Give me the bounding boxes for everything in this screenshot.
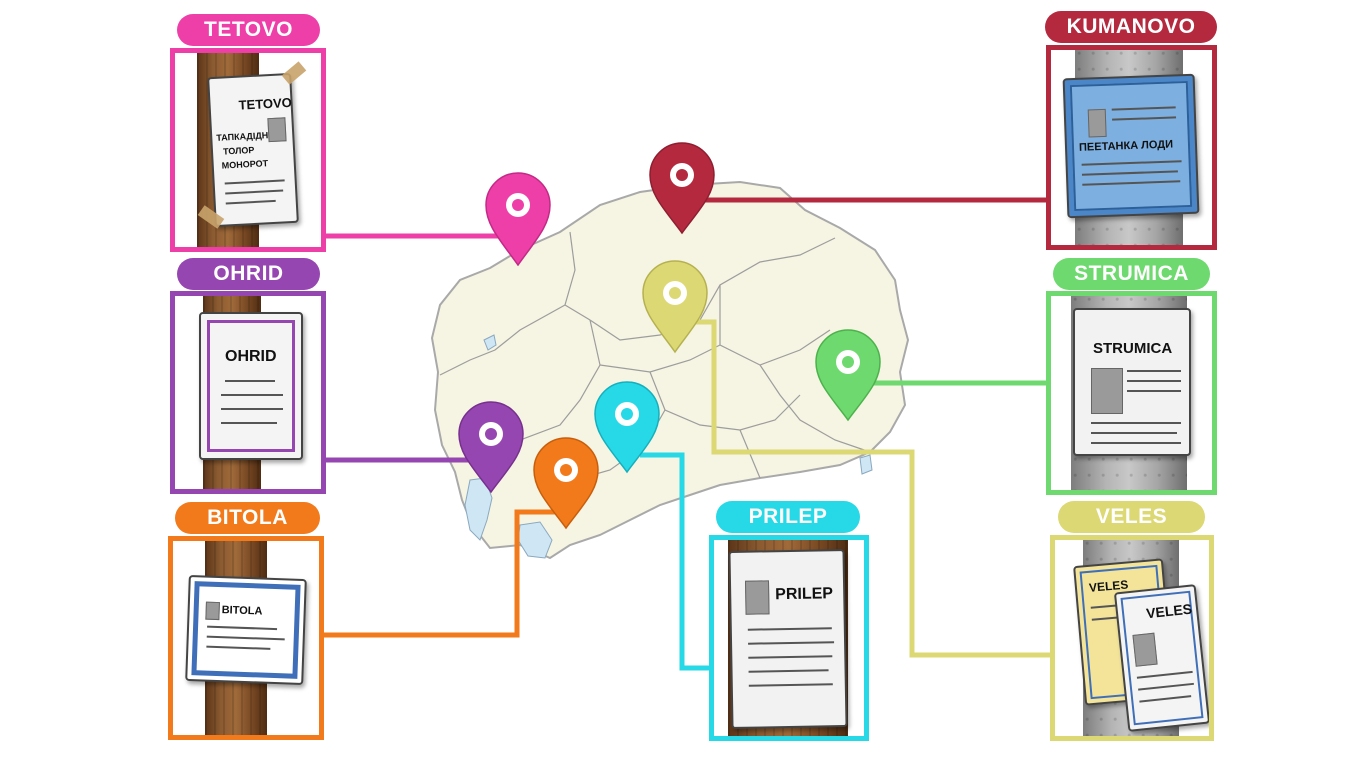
label-strumica: STRUMICA [1053, 258, 1210, 290]
poster-ohrid: OHRID [199, 312, 303, 460]
poster-image [267, 117, 287, 143]
connector-prilep [640, 452, 712, 671]
pin-bitola[interactable] [533, 437, 599, 530]
panel-tetovo: TETOVO ТАПКАДIДН ТОЛОР МОНОРОТ [170, 48, 326, 252]
panel-kumanovo: ПЕЕТАНКА ЛОДИ [1046, 45, 1217, 250]
poster-title: STRUMICA [1093, 340, 1173, 357]
poster-kumanovo: ПЕЕТАНКА ЛОДИ [1062, 73, 1200, 219]
poster-title: TETOVO [238, 94, 293, 113]
poster-title: BITOLA [221, 604, 263, 618]
pin-veles[interactable] [642, 260, 708, 354]
poster-image [1132, 632, 1158, 667]
label-tetovo: TETOVO [177, 14, 320, 46]
poster-image [205, 601, 220, 621]
poster-text-3: МОНОРОТ [221, 158, 269, 171]
panel-strumica: STRUMICA [1046, 291, 1217, 495]
pin-strumica[interactable] [815, 329, 881, 422]
poster-prilep: PRILEP [728, 549, 848, 729]
pin-ohrid[interactable] [458, 401, 524, 494]
panel-bitola: BITOLA [168, 536, 324, 740]
pin-tetovo[interactable] [485, 172, 551, 267]
poster-tetovo: TETOVO ТАПКАДIДН ТОЛОР МОНОРОТ [207, 72, 299, 228]
poster-strumica: STRUMICA [1073, 308, 1191, 456]
poster-title: OHRID [225, 348, 277, 365]
poster-image [1091, 368, 1123, 414]
poster-image [1087, 108, 1107, 138]
poster-veles-front: VELES [1113, 584, 1209, 732]
lake-dojran [859, 454, 873, 475]
label-kumanovo: KUMANOVO [1045, 11, 1217, 43]
poster-bitola: BITOLA [185, 574, 307, 686]
poster-image [744, 580, 770, 615]
pin-kumanovo[interactable] [649, 142, 715, 235]
label-bitola: BITOLA [175, 502, 320, 534]
panel-veles: VELES VELES [1050, 535, 1214, 741]
connector-veles [690, 319, 1052, 658]
label-prilep: PRILEP [716, 501, 860, 533]
label-veles: VELES [1058, 501, 1205, 533]
poster-title: PRILEP [775, 585, 834, 604]
lake-small [483, 334, 497, 351]
poster-text-2: ТОЛОР [222, 144, 255, 157]
panel-prilep: PRILEP [709, 535, 869, 741]
label-ohrid: OHRID [177, 258, 320, 290]
poster-text-1: ТАПКАДIДН [216, 130, 269, 143]
pin-prilep[interactable] [594, 381, 660, 474]
panel-ohrid: OHRID [170, 291, 326, 494]
connector-bitola [323, 509, 560, 638]
